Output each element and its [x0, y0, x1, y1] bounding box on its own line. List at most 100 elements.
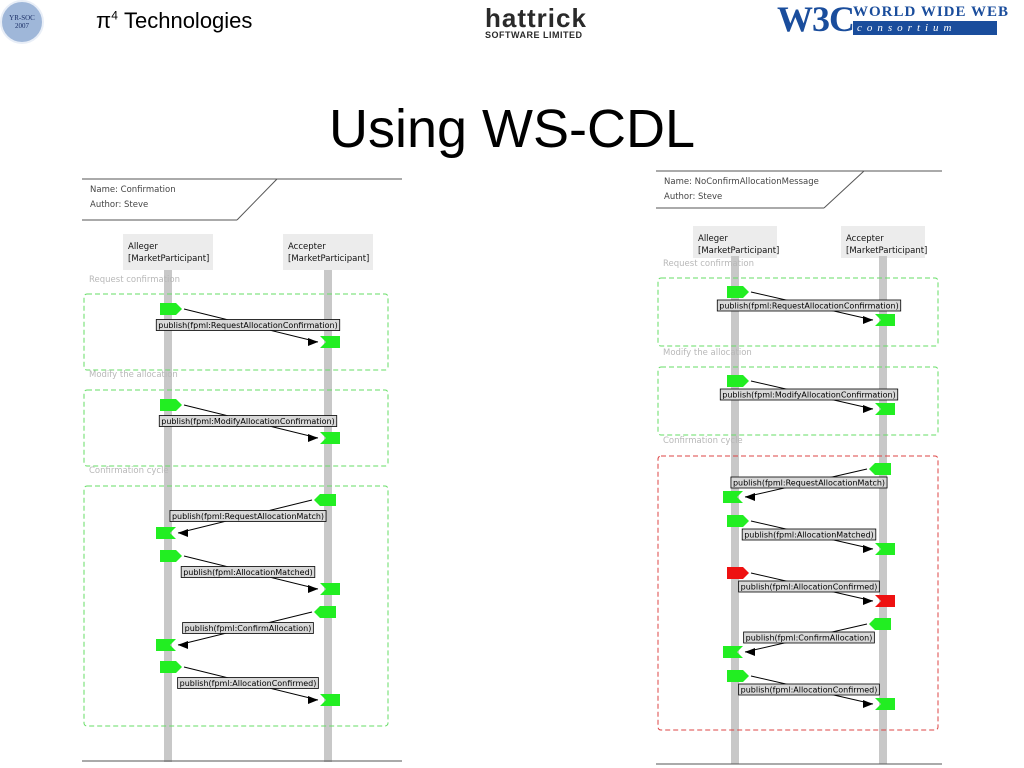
diagram-name: Name: NoConfirmAllocationMessage	[664, 177, 819, 187]
message-arrow-head	[863, 316, 873, 324]
participant-name: Alleger	[698, 234, 728, 244]
message-sender-flag	[727, 515, 749, 527]
message-label-box	[182, 622, 314, 634]
diagram-author: Author: Steve	[90, 200, 148, 210]
message-label-box	[177, 677, 319, 689]
message-label: publish(fpml:RequestAllocationMatch)	[172, 512, 324, 521]
message: publish(fpml:ConfirmAllocation)	[723, 618, 891, 658]
group-label: Modify the allocation	[89, 370, 178, 380]
sequence-diagram-noconfirm: Name: NoConfirmAllocationMessageAuthor: …	[656, 170, 942, 765]
message: publish(fpml:AllocationMatched)	[727, 515, 895, 555]
conference-seal-logo: YR-SOC 2007	[0, 0, 44, 44]
company-name: π4 Technologies	[96, 8, 252, 34]
message-label: publish(fpml:ModifyAllocationConfirmatio…	[722, 391, 895, 400]
message-label-box	[738, 683, 880, 696]
message: publish(fpml:AllocationConfirmed)	[727, 567, 895, 607]
message: publish(fpml:ModifyAllocationConfirmatio…	[719, 375, 899, 415]
company-pi: π	[96, 8, 112, 33]
message-sender-flag	[869, 618, 891, 630]
participant-role: [MarketParticipant]	[128, 254, 209, 264]
message: publish(fpml:RequestAllocationMatch)	[723, 463, 891, 503]
message: publish(fpml:ModifyAllocationConfirmatio…	[158, 399, 340, 444]
participant-box	[123, 234, 213, 270]
message-arrow-head	[308, 434, 318, 442]
participant-name: Accepter	[846, 234, 884, 244]
message-receiver-flag	[156, 639, 176, 651]
message-receiver-flag	[875, 403, 895, 415]
participant-box	[283, 234, 373, 270]
message-sender-flag	[869, 463, 891, 475]
lifeline	[731, 256, 739, 764]
message-arrow-head	[178, 529, 188, 537]
slide-title: Using WS-CDL	[328, 99, 696, 159]
message-sender-flag	[160, 399, 182, 411]
message-arrow-head	[308, 585, 318, 593]
message-label-box	[180, 566, 316, 578]
group-frame	[657, 277, 939, 347]
message: publish(fpml:AllocationConfirmed)	[160, 661, 340, 706]
message-label: publish(fpml:AllocationConfirmed)	[741, 583, 878, 592]
message-receiver-flag	[320, 694, 340, 706]
message-arrow-head	[863, 405, 873, 413]
hattrick-logo-word: hattrick	[485, 3, 587, 33]
group-label: Request confirmation	[663, 259, 754, 269]
message-label-box	[730, 476, 888, 489]
group-label: Confirmation cycle	[89, 466, 169, 476]
participant-box	[841, 226, 925, 258]
message-receiver-flag	[875, 698, 895, 710]
message-label: publish(fpml:RequestAllocationConfirmati…	[158, 321, 337, 330]
hattrick-logo: hattrick SOFTWARE LIMITED	[485, 3, 610, 40]
participant-role: [MarketParticipant]	[698, 246, 779, 256]
message-receiver-flag	[723, 491, 743, 503]
message: publish(fpml:AllocationConfirmed)	[727, 670, 895, 710]
lifeline	[324, 270, 332, 762]
diagram-name: Name: Confirmation	[90, 185, 176, 195]
message-sender-flag	[727, 567, 749, 579]
hattrick-logo-sub: SOFTWARE LIMITED	[485, 30, 583, 40]
message-arrow-head	[308, 338, 318, 346]
message-arrow-head	[745, 648, 755, 656]
header-slant-line	[236, 178, 278, 221]
participant-name: Alleger	[128, 242, 158, 252]
message-receiver-flag	[320, 583, 340, 595]
message-sender-flag	[727, 670, 749, 682]
message-receiver-flag	[723, 646, 743, 658]
message-label-box	[155, 319, 341, 331]
message-arrow-head	[308, 696, 318, 704]
message-label: publish(fpml:ConfirmAllocation)	[746, 634, 873, 643]
lifeline	[879, 256, 887, 764]
participant-role: [MarketParticipant]	[846, 246, 927, 256]
group-label: Request confirmation	[89, 275, 180, 285]
participant-role: [MarketParticipant]	[288, 254, 369, 264]
message: publish(fpml:RequestAllocationMatch)	[156, 494, 336, 539]
message-arrow-head	[863, 545, 873, 553]
message-sender-flag	[160, 550, 182, 562]
message-label: publish(fpml:RequestAllocationConfirmati…	[719, 302, 898, 311]
message-label-box	[738, 580, 880, 593]
message-label: publish(fpml:RequestAllocationMatch)	[733, 479, 885, 488]
group-label: Modify the allocation	[663, 348, 752, 358]
diagram-author: Author: Steve	[664, 192, 722, 202]
message-receiver-flag	[320, 336, 340, 348]
company-sup: 4	[111, 8, 118, 23]
seal-line-2: 2007	[15, 22, 29, 30]
message-sender-flag	[314, 606, 336, 618]
message-receiver-flag	[320, 432, 340, 444]
lifeline	[164, 270, 172, 762]
w3c-mark: W3C	[777, 0, 855, 39]
message-sender-flag	[727, 375, 749, 387]
group-frame	[657, 455, 939, 731]
message: publish(fpml:ConfirmAllocation)	[156, 606, 336, 651]
message-arrow-head	[863, 597, 873, 605]
message-label-box	[741, 528, 877, 541]
header-bar: YR-SOC 2007 π4 Technologies hattrick SOF…	[0, 0, 1024, 50]
message-arrow-head	[863, 700, 873, 708]
message-label: publish(fpml:AllocationConfirmed)	[741, 686, 878, 695]
message: publish(fpml:RequestAllocationConfirmati…	[716, 286, 902, 326]
group-frame	[83, 389, 389, 467]
message-label-box	[719, 388, 899, 401]
participant-box	[693, 226, 777, 258]
group-label: Confirmation cycle	[663, 436, 743, 446]
message-label: publish(fpml:ModifyAllocationConfirmatio…	[161, 417, 334, 426]
